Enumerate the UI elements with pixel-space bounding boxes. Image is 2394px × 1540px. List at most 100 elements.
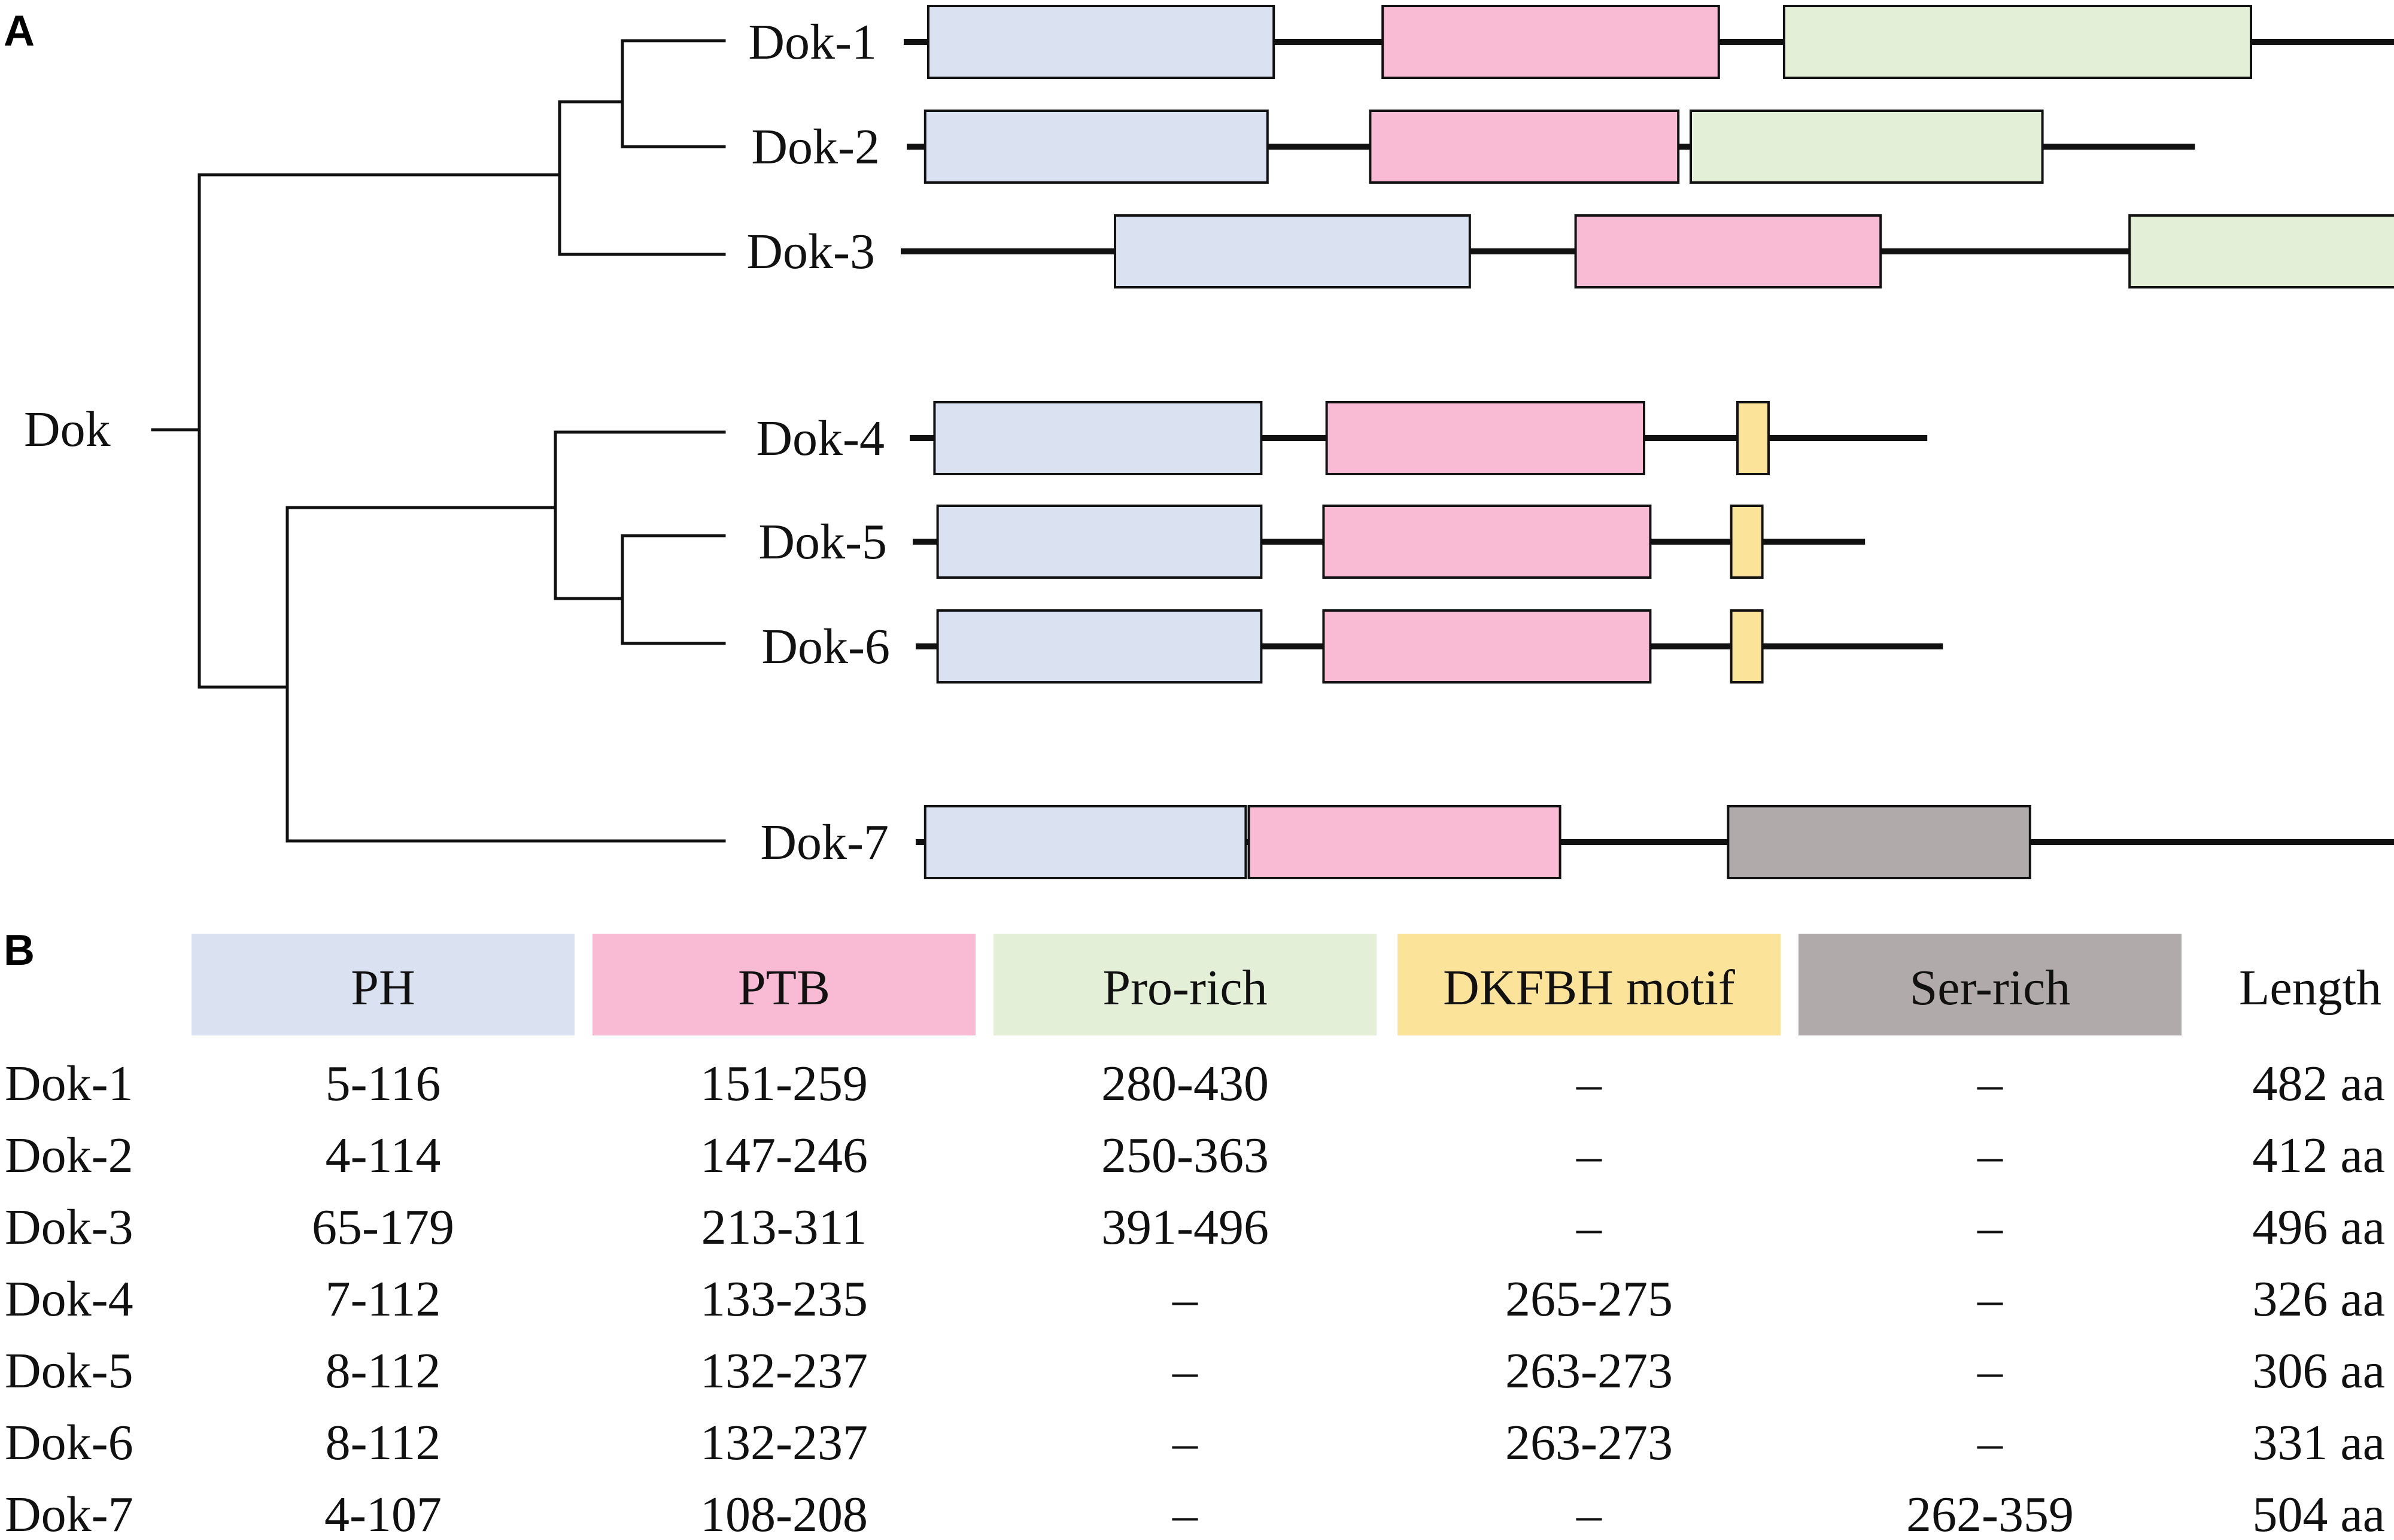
- cell-pro-rich: –: [1172, 1487, 1198, 1540]
- row-name: Dok-7: [5, 1487, 133, 1540]
- tree-root-label: Dok: [24, 402, 111, 457]
- cell-ph: 4-114: [326, 1128, 441, 1183]
- cell-ph: 7-112: [326, 1271, 441, 1327]
- legend-label: PH: [351, 960, 415, 1016]
- legend-swatch: [1798, 934, 2182, 1035]
- legend-swatch: [994, 934, 1377, 1035]
- cell-ph: 5-116: [326, 1056, 441, 1111]
- protein-label: Dok-2: [751, 119, 880, 175]
- cell-dkfbh-motif: 265-275: [1505, 1271, 1673, 1327]
- legend-label: Ser-rich: [1910, 960, 2071, 1016]
- ptb-domain: [1247, 805, 1561, 879]
- panel-b-label: B: [4, 927, 35, 974]
- ptb-domain: [1381, 5, 1720, 79]
- ph-domain: [927, 5, 1275, 79]
- ptb-domain: [1325, 401, 1646, 475]
- cell-length: 326 aa: [2252, 1271, 2385, 1327]
- protein-dok-2: Dok-2: [751, 110, 2195, 184]
- ptb-domain: [1574, 214, 1882, 288]
- cell-dkfbh-motif: –: [1576, 1487, 1602, 1540]
- cell-length: 496 aa: [2252, 1199, 2385, 1255]
- legend-swatch: [593, 934, 976, 1035]
- protein-dok-4: Dok-4: [756, 401, 1928, 475]
- cell-ph: 65-179: [312, 1199, 454, 1255]
- pro-rich-domain: [2128, 214, 2394, 288]
- row-name: Dok-3: [5, 1199, 133, 1255]
- row-name: Dok-5: [5, 1343, 133, 1399]
- cell-dkfbh-motif: 263-273: [1505, 1415, 1673, 1471]
- cell-length: 482 aa: [2252, 1056, 2385, 1111]
- cell-ph: 8-112: [326, 1343, 441, 1399]
- legend-label: DKFBH motif: [1443, 960, 1735, 1016]
- ptb-domain: [1322, 505, 1652, 579]
- legend-swatch: [192, 934, 575, 1035]
- domain-legend: PH PTB Pro-rich DKFBH motif Ser-rich: [192, 934, 2182, 1035]
- protein-label: Dok-7: [760, 815, 889, 870]
- cell-ser-rich: –: [1977, 1199, 2003, 1255]
- phylogenetic-tree: [151, 39, 726, 843]
- legend-pro-rich: Pro-rich: [994, 934, 1377, 1035]
- cell-pro-rich: 280-430: [1101, 1056, 1269, 1111]
- cell-length: 412 aa: [2252, 1128, 2385, 1183]
- ph-domain: [1114, 214, 1471, 288]
- table-row: Dok-3 65-179 213-311 391-496 – – 496 aa: [5, 1199, 2385, 1255]
- protein-dok-5: Dok-5: [758, 505, 1866, 579]
- legend-ph: PH: [192, 934, 575, 1035]
- cell-ser-rich: –: [1977, 1271, 2003, 1327]
- cell-pro-rich: –: [1172, 1271, 1198, 1327]
- legend-swatch: [1397, 934, 1781, 1035]
- cell-ser-rich: –: [1977, 1056, 2003, 1111]
- pro-rich-domain: [1783, 5, 2252, 79]
- protein-dok-1: Dok-1: [748, 5, 2394, 79]
- ptb-domain: [1369, 110, 1680, 184]
- cell-pro-rich: –: [1172, 1343, 1198, 1399]
- cell-length: 306 aa: [2252, 1343, 2385, 1399]
- cell-ptb: 108-208: [700, 1487, 868, 1540]
- cell-pro-rich: –: [1172, 1415, 1198, 1471]
- row-name: Dok-2: [5, 1128, 133, 1183]
- protein-label: Dok-1: [748, 14, 877, 70]
- row-name: Dok-4: [5, 1271, 133, 1327]
- ph-domain: [936, 505, 1263, 579]
- cell-pro-rich: 391-496: [1101, 1199, 1269, 1255]
- cell-ptb: 151-259: [700, 1056, 868, 1111]
- protein-label: Dok-6: [761, 619, 890, 675]
- protein-label: Dok-5: [758, 514, 887, 570]
- cell-dkfbh-motif: –: [1576, 1128, 1602, 1183]
- protein-dok-6: Dok-6: [761, 609, 1943, 684]
- cell-pro-rich: 250-363: [1101, 1128, 1269, 1183]
- row-name: Dok-1: [5, 1056, 133, 1111]
- legend-label: PTB: [738, 960, 830, 1016]
- cell-ptb: 213-311: [701, 1199, 867, 1255]
- protein-dok-3: Dok-3: [746, 214, 2394, 288]
- cell-ser-rich: –: [1977, 1343, 2003, 1399]
- cell-ptb: 132-237: [700, 1415, 868, 1471]
- ser-rich-domain: [1727, 805, 2031, 879]
- ph-domain: [933, 401, 1263, 475]
- ptb-domain: [1322, 609, 1652, 684]
- protein-label: Dok-4: [756, 411, 885, 466]
- legend-dkfbh-motif: DKFBH motif: [1397, 934, 1781, 1035]
- pro-rich-domain: [1690, 110, 2044, 184]
- cell-ser-rich: 262-359: [1906, 1487, 2074, 1540]
- cell-length: 331 aa: [2252, 1415, 2385, 1471]
- cell-ptb: 132-237: [700, 1343, 868, 1399]
- legend-ptb: PTB: [593, 934, 976, 1035]
- cell-ptb: 133-235: [700, 1271, 868, 1327]
- cell-ptb: 147-246: [700, 1128, 868, 1183]
- ph-domain: [923, 805, 1247, 879]
- ph-domain: [936, 609, 1263, 684]
- cell-ser-rich: –: [1977, 1415, 2003, 1471]
- panel-a-label: A: [4, 7, 35, 55]
- legend-label: Pro-rich: [1102, 960, 1267, 1016]
- table-row: Dok-4 7-112 133-235 – 265-275 – 326 aa: [5, 1271, 2385, 1327]
- domain-table: Dok-1 5-116 151-259 280-430 – – 482 aa Dok-2 4-1…: [5, 1056, 2385, 1540]
- legend-ser-rich: Ser-rich: [1798, 934, 2182, 1035]
- cell-ph: 4-107: [324, 1487, 442, 1540]
- cell-dkfbh-motif: –: [1576, 1199, 1602, 1255]
- cell-dkfbh-motif: –: [1576, 1056, 1602, 1111]
